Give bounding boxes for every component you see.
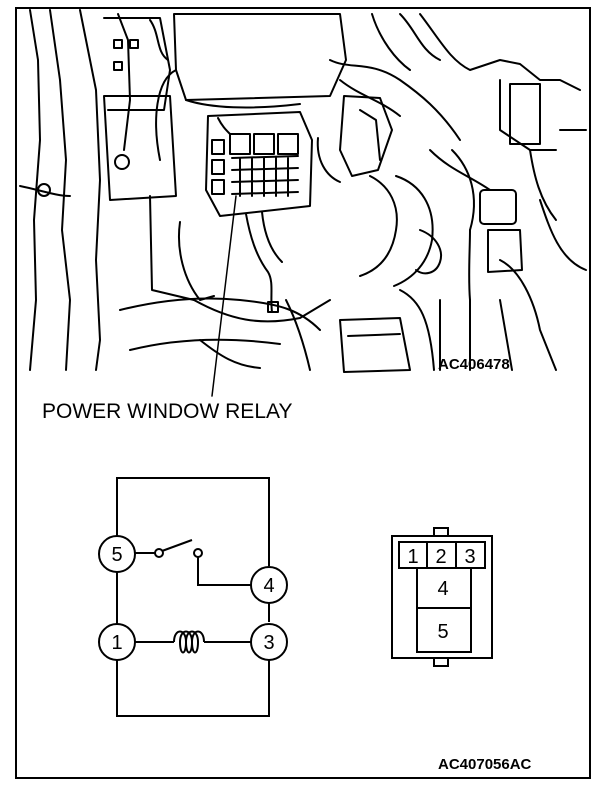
coil-symbol [173, 630, 205, 654]
component-label: POWER WINDOW RELAY [42, 400, 292, 423]
engine-bay-illustration [19, 9, 587, 397]
connector-face [391, 527, 493, 667]
connector-bottom-latch [433, 657, 449, 667]
connector-pin-5-cell [416, 607, 472, 653]
switch-contact-left [154, 548, 164, 558]
terminal-3-circle [250, 623, 288, 661]
terminal-5-label: 5 [111, 544, 122, 566]
schematic-bottom-wire [116, 660, 270, 717]
connector-pin-1: 1 [407, 546, 418, 568]
connector-pin-4: 4 [437, 578, 448, 600]
terminal-1-circle [98, 623, 136, 661]
connector-pin-5: 5 [437, 621, 448, 643]
figure-frame [15, 7, 591, 779]
switch-blade [161, 539, 193, 552]
terminal-4-circle [250, 566, 288, 604]
connector-pin-2: 2 [435, 546, 446, 568]
switch-lead-right [197, 557, 251, 586]
terminal-4-label: 4 [263, 575, 274, 597]
connector-top-latch [433, 527, 449, 537]
relay-schematic [98, 477, 288, 717]
figure-code: AC407056AC [438, 756, 532, 773]
terminal-5-circle [98, 535, 136, 573]
terminal-1-label: 1 [111, 632, 122, 654]
switch-contact-right [193, 548, 203, 558]
terminal-3-label: 3 [263, 632, 274, 654]
schematic-outline [116, 477, 270, 566]
photo-code: AC406478 [438, 356, 510, 373]
connector-pin-3: 3 [464, 546, 475, 568]
